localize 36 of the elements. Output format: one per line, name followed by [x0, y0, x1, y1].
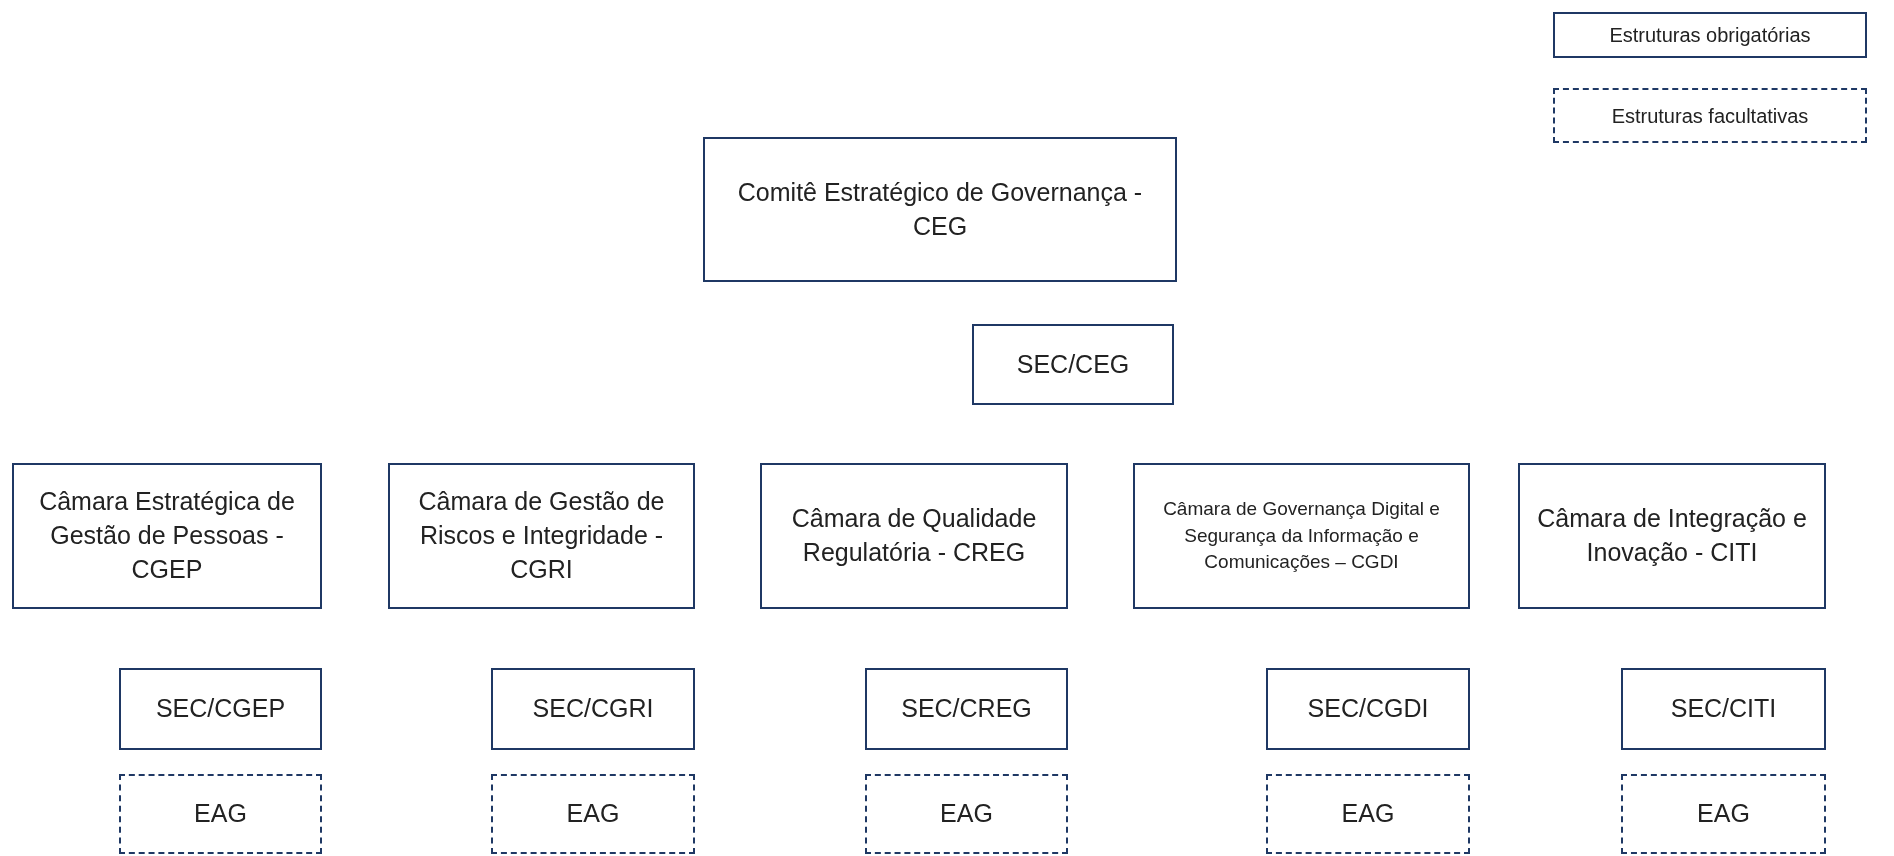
optional-structure-box: [119, 774, 322, 854]
optional-structure-box: [491, 774, 695, 854]
box-text: EAG: [1697, 798, 1750, 830]
box-text: SEC/CITI: [1670, 693, 1777, 725]
box-text: Câmara Estratégica de Gestão de Pessoas - CGEP: [38, 486, 296, 585]
structure-box: [760, 463, 1068, 609]
box-text: EAG: [1341, 798, 1395, 830]
legend-entry: Estruturas obrigatórias: [1553, 12, 1867, 58]
box-text: SEC/CGDI: [1307, 693, 1429, 725]
structure-box: [1133, 463, 1470, 609]
box-text: Câmara de Gestão de Riscos e Integridade - CGRI: [417, 486, 666, 585]
box-text: SEC/CGRI: [532, 693, 654, 725]
legend-entry: Estruturas facultativas: [1553, 88, 1867, 143]
optional-structure-box: [1621, 774, 1826, 854]
structure-box: [972, 324, 1174, 405]
structure-box: [388, 463, 695, 609]
structure-box: [119, 668, 322, 750]
box-text: EAG: [940, 798, 993, 830]
box-text: EAG: [194, 798, 247, 830]
structure-box: [491, 668, 695, 750]
box-text: SEC/CGEP: [155, 693, 286, 725]
structure-box: [12, 463, 322, 609]
box-text: EAG: [566, 798, 620, 830]
box-text: SEC/CREG: [901, 693, 1032, 725]
optional-structure-box: [1266, 774, 1470, 854]
optional-structure-box: [865, 774, 1068, 854]
structure-box: [865, 668, 1068, 750]
structure-box: [1266, 668, 1470, 750]
box-text: SEC/CEG: [1016, 348, 1130, 380]
structure-box: [1621, 668, 1826, 750]
box-text: Comitê Estratégico de Governança - CEG: [736, 176, 1144, 242]
structure-box: [703, 137, 1177, 282]
box-text: Câmara de Integração e Inovação - CITI: [1536, 503, 1808, 568]
structure-box: [1518, 463, 1826, 609]
box-text: Câmara de Qualidade Regulatória - CREG: [790, 503, 1038, 568]
box-text: Câmara de Governança Digital e Segurança da Informação e Comunicações – CGDI: [1162, 497, 1441, 575]
